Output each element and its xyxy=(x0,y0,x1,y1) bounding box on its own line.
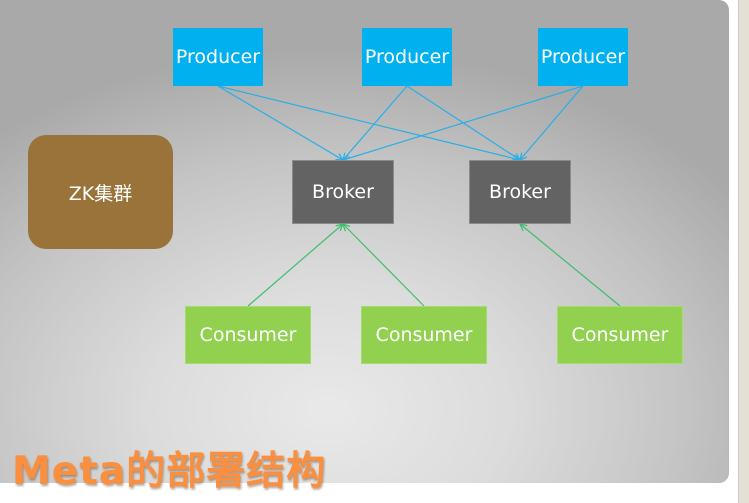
consumer-label: Consumer xyxy=(571,324,669,346)
consumer-label: Consumer xyxy=(375,324,473,346)
broker-label: Broker xyxy=(312,181,374,203)
zk-cluster-node: ZK集群 xyxy=(28,135,173,249)
broker-node: Broker xyxy=(292,160,394,224)
broker-node: Broker xyxy=(469,160,571,224)
producer-label: Producer xyxy=(540,46,626,68)
consumer-label: Consumer xyxy=(199,324,297,346)
producer-node: Producer xyxy=(362,28,452,86)
producer-label: Producer xyxy=(175,46,261,68)
zk-cluster-label: ZK集群 xyxy=(68,182,133,205)
consumer-node: Consumer xyxy=(185,306,311,364)
consumer-node: Consumer xyxy=(361,306,487,364)
slide-title: Meta的部署结构 xyxy=(12,449,327,494)
producer-node: Producer xyxy=(173,28,263,86)
broker-label: Broker xyxy=(489,181,551,203)
side-panel-edge xyxy=(738,0,749,503)
producer-node: Producer xyxy=(538,28,628,86)
producer-label: Producer xyxy=(364,46,450,68)
consumer-node: Consumer xyxy=(557,306,683,364)
